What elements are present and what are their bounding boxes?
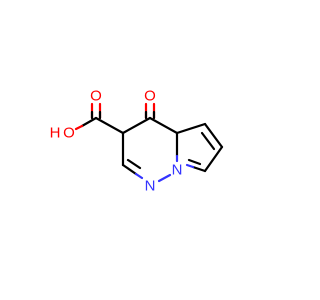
bond-c3-cooh [94,116,125,135]
bond-c7-c6 [203,145,224,173]
molecule-structure: O O O H N N [50,88,224,195]
hydroxyl-hydrogen-label: H [50,125,61,142]
bond-cooh-oh-o [74,124,84,131]
carbonyl-oxygen-label: O [90,88,102,105]
ketone-oxygen-label: O [144,88,156,105]
bond-c6-n5 [191,165,207,173]
bond-c6-c5-double [187,158,202,166]
bond-c3-c4 [121,116,152,135]
bond-n1-c2 [121,163,138,176]
bond-c6-n5-n [185,163,195,169]
bond-c8-c7 [203,122,224,149]
bond-c4-c4a [148,116,179,135]
ring-nitrogen-label: N [145,178,156,195]
bond-n5-n1 [157,173,172,183]
bond-cooh-oh [80,116,98,128]
bridge-nitrogen-label: N [172,162,183,179]
bond-n1-c2-double [126,158,142,170]
hydroxyl-oxygen-label: O [63,125,75,142]
bond-c8-c7-double [200,131,216,151]
bond-c4a-c8 [175,122,207,135]
bond-n1-c2-n [134,172,144,180]
